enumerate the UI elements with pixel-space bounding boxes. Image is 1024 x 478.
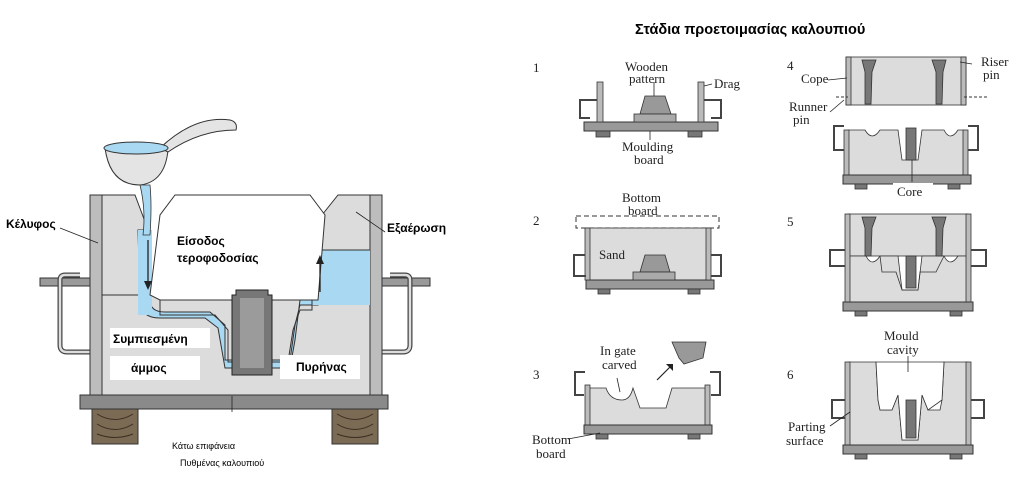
parting-label: Parting <box>788 419 826 434</box>
wooden-label: Wooden <box>625 59 668 74</box>
left-handle <box>57 272 90 355</box>
page-title: Στάδια προετοιμασίας καλουπιού <box>635 22 865 38</box>
ladle-handle <box>159 118 237 153</box>
pin-label: pin <box>793 112 810 127</box>
sand-label-line1: Συμπιεσμένη <box>113 332 188 346</box>
stage-5: 5 <box>787 213 987 317</box>
carved-label: carved <box>602 357 637 372</box>
down-arrow-icon <box>144 281 152 290</box>
stage-4: 4 Cope Riser pin Runner pin Core <box>787 54 1009 199</box>
up-arrow-icon <box>316 255 324 264</box>
cavity-label: cavity <box>887 342 919 357</box>
core-label: Core <box>897 184 923 199</box>
shell-right-wall <box>369 194 383 396</box>
right-handle <box>380 272 413 355</box>
riser-label: Riser <box>981 54 1009 69</box>
runner-label: Runner <box>789 99 828 114</box>
mould-label: Mould <box>884 328 919 343</box>
shell-label: Κέλυφος <box>6 217 56 231</box>
board-label: board <box>536 446 566 461</box>
wood-block-left <box>91 408 139 445</box>
mould-bottom-label: Πυθμένας καλουπιού <box>180 458 264 468</box>
bottom-label: Bottom <box>622 190 661 205</box>
main-mould-diagram: Κέλυφος Είσοδος τεροφοδοσίας Εξαέρωση Συ… <box>6 118 446 468</box>
bottom-surface-label: Κάτω επιφάνεια <box>172 441 235 451</box>
vent-label: Εξαέρωση <box>387 221 446 235</box>
stage-number: 6 <box>787 367 794 382</box>
stage-number: 4 <box>787 58 794 73</box>
board-label: board <box>634 152 664 167</box>
cope-block <box>149 194 326 301</box>
stage-3: 3 In gate carved Bottom board <box>532 341 721 461</box>
bottom-board <box>79 394 389 410</box>
drag-label: Drag <box>714 76 740 91</box>
shell-left-wall <box>89 194 103 396</box>
sand-label-line2: άμμος <box>131 361 167 375</box>
bottom-label: Bottom <box>532 432 571 447</box>
stage-number: 5 <box>787 214 794 229</box>
pattern-label: pattern <box>629 71 666 86</box>
stage-1: 1 Wooden pattern Drag Moulding board <box>533 59 740 167</box>
pour-stream <box>139 184 152 236</box>
surface-label: surface <box>786 433 824 448</box>
wood-block-right <box>331 408 379 445</box>
stage-number: 3 <box>533 367 540 382</box>
in-gate-label: In gate <box>600 343 636 358</box>
pin-label: pin <box>983 67 1000 82</box>
stage-number: 1 <box>533 60 540 75</box>
cope-label: Cope <box>801 71 829 86</box>
stage-6: 6 Mould cavity Parting surface <box>786 328 985 460</box>
sand-label: Sand <box>599 247 626 262</box>
label-bg <box>110 328 210 348</box>
sprue-label-line1: Είσοδος <box>177 234 225 248</box>
moulding-label: Moulding <box>622 139 674 154</box>
sprue-label-line2: τεροφοδοσίας <box>177 251 259 265</box>
stage-2: 2 Bottom board Sand <box>533 190 722 295</box>
core-label: Πυρήνας <box>296 360 347 374</box>
stage-number: 2 <box>533 213 540 228</box>
board-label: board <box>628 203 658 218</box>
